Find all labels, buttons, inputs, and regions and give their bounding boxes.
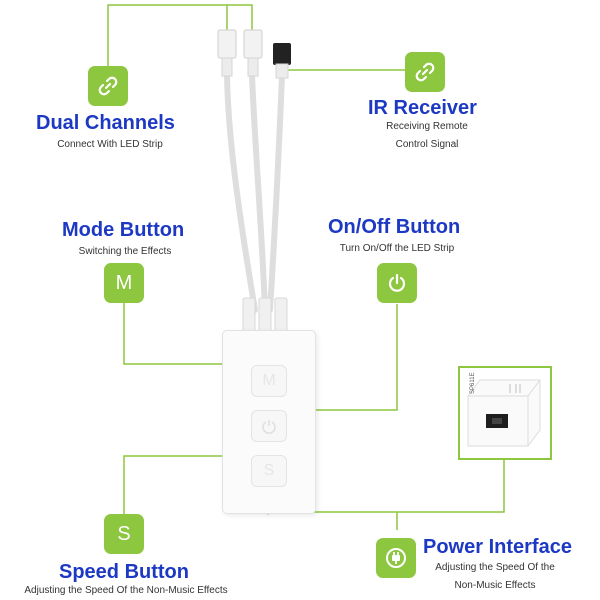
power-interface-badge — [376, 538, 416, 578]
power-interface-desc-1: Adjusting the Speed Of the — [435, 562, 555, 573]
ir-receiver-desc-1: Receiving Remote — [386, 121, 468, 132]
device-power-button — [251, 410, 287, 442]
mode-button-badge: M — [104, 263, 144, 303]
line-mode-button — [123, 302, 258, 365]
ir-receiver-badge — [405, 52, 445, 92]
onoff-button-desc: Turn On/Off the LED Strip — [339, 243, 455, 254]
dual-channels-title: Dual Channels — [36, 112, 175, 134]
dual-channels-desc: Connect With LED Strip — [57, 139, 163, 150]
power-interface-title: Power Interface — [423, 536, 572, 558]
link-icon — [415, 62, 435, 82]
speed-button-title: Speed Button — [59, 561, 189, 583]
power-icon — [388, 273, 406, 292]
speed-letter-icon: S — [117, 522, 131, 545]
device-mode-letter: M — [262, 372, 276, 389]
device-mode-button: M — [251, 365, 287, 397]
device-speed-button: S — [251, 455, 287, 487]
speed-button-desc: Adjusting the Speed Of the Non-Music Eff… — [24, 585, 228, 596]
jst-connector-1 — [217, 29, 237, 77]
power-interface-device — [467, 379, 541, 447]
controller-body: M S — [222, 330, 316, 514]
mode-letter-icon: M — [115, 271, 133, 294]
speed-button-badge: S — [104, 514, 144, 554]
onoff-button-title: On/Off Button — [328, 216, 461, 238]
ir-sensor — [273, 43, 291, 79]
onoff-button-badge — [377, 263, 417, 303]
link-icon — [98, 76, 118, 96]
plug-icon — [386, 548, 406, 568]
cable-sleeves — [242, 297, 288, 333]
line-dual-channels — [107, 4, 253, 66]
line-power-to-photo — [397, 460, 505, 513]
device-power-icon — [262, 420, 276, 434]
device-speed-letter: S — [263, 462, 275, 479]
power-interface-desc-2: Non-Music Effects — [454, 580, 536, 591]
device-label: SP611E — [470, 372, 476, 394]
dual-channels-badge — [88, 66, 128, 106]
line-speed-button — [123, 455, 258, 514]
mode-button-desc: Switching the Effects — [78, 246, 172, 257]
ir-receiver-desc-2: Control Signal — [395, 139, 459, 150]
mode-button-title: Mode Button — [62, 219, 185, 241]
ir-receiver-title: IR Receiver — [368, 97, 477, 119]
power-interface-photo: SP611E — [458, 366, 552, 460]
jst-connector-2 — [243, 29, 263, 77]
